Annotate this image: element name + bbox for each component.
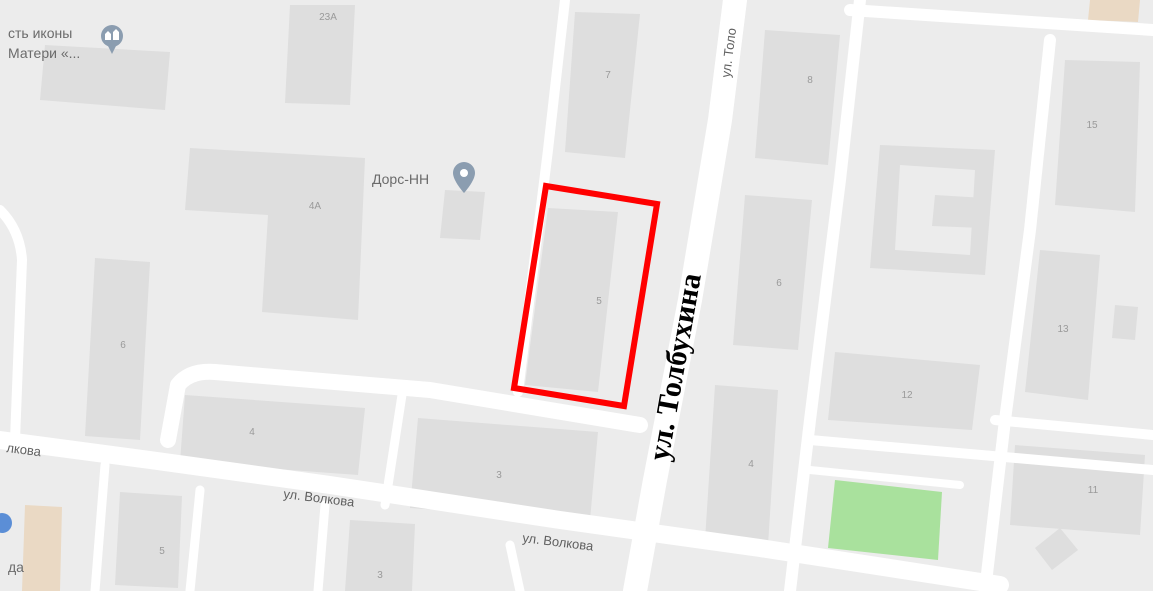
road-bottom-left-1 <box>90 460 110 591</box>
building-3-bottom <box>345 520 415 591</box>
poi-shop-label[interactable]: да <box>8 559 24 575</box>
building-4-left <box>180 395 365 475</box>
building-shop <box>22 505 62 591</box>
building-label-8: 8 <box>807 75 813 86</box>
building-label-6-right: 6 <box>776 278 782 289</box>
building-label-4-right: 4 <box>748 459 754 470</box>
street-label-volkova-left: лкова <box>6 440 43 459</box>
building-15 <box>1055 60 1140 212</box>
building-label-11: 11 <box>1088 485 1099 496</box>
poi-church-label-line1[interactable]: сть иконы <box>8 25 72 41</box>
street-label-tolbukhina-top: ул. Толо <box>718 27 739 78</box>
building-label-3-bottom: 3 <box>377 570 383 581</box>
church-pin-icon[interactable] <box>101 25 123 54</box>
courtyard-block <box>932 195 985 228</box>
building-4-right <box>705 385 778 545</box>
building-8 <box>755 30 840 165</box>
road-cross-right <box>805 435 1153 475</box>
building-small-right <box>1112 305 1138 340</box>
building-label-3-mid: 3 <box>496 470 502 481</box>
road-right-lower <box>990 415 1153 440</box>
building-label-12: 12 <box>901 390 913 401</box>
building-label-5-highlight: 5 <box>596 296 602 307</box>
building-23a <box>285 5 355 105</box>
road-top-right <box>844 4 1153 36</box>
building-label-13: 13 <box>1057 324 1069 335</box>
road-park-side <box>806 466 964 489</box>
building-13 <box>1025 250 1100 400</box>
building-5-bottom <box>115 492 182 588</box>
road-bottom-right <box>505 540 525 591</box>
highlight-frame <box>510 182 661 410</box>
poi-dors-label[interactable]: Дорс-НН <box>372 171 429 187</box>
building-12 <box>828 352 980 430</box>
poi-church-label-line2[interactable]: Матери «... <box>8 45 80 61</box>
building-label-4a: 4А <box>309 201 322 212</box>
road-right-vertical-1 <box>784 0 866 591</box>
building-4a <box>185 148 365 320</box>
building-label-15: 15 <box>1086 120 1098 131</box>
building-label-5-bottom: 5 <box>159 546 165 557</box>
building-dors <box>440 190 485 240</box>
road-inner-loop <box>160 363 648 448</box>
building-5-highlight <box>525 208 618 392</box>
building-label-6-left: 6 <box>120 340 126 351</box>
building-label-4-left: 4 <box>249 427 255 438</box>
building-3-mid <box>410 418 598 520</box>
building-small-bottom-right <box>1035 528 1078 570</box>
building-7 <box>565 12 640 158</box>
building-label-7: 7 <box>605 70 611 81</box>
map-pin-icon[interactable] <box>453 162 475 193</box>
building-6-right <box>733 195 812 350</box>
road-right-vertical-2 <box>979 34 1056 591</box>
road-tolbukhina <box>623 0 747 591</box>
building-church <box>40 45 170 110</box>
road-mid-vertical <box>380 390 407 510</box>
building-6-left <box>85 258 150 440</box>
building-label-23a: 23А <box>319 12 337 23</box>
building-top-right <box>1088 0 1140 22</box>
shop-pin-icon[interactable] <box>0 513 12 533</box>
park-area <box>828 480 942 560</box>
road-bottom-left-2 <box>185 485 205 591</box>
road-bottom-left-3 <box>313 500 330 591</box>
buildings-layer <box>22 0 1145 591</box>
road-far-left-curve <box>0 205 27 445</box>
